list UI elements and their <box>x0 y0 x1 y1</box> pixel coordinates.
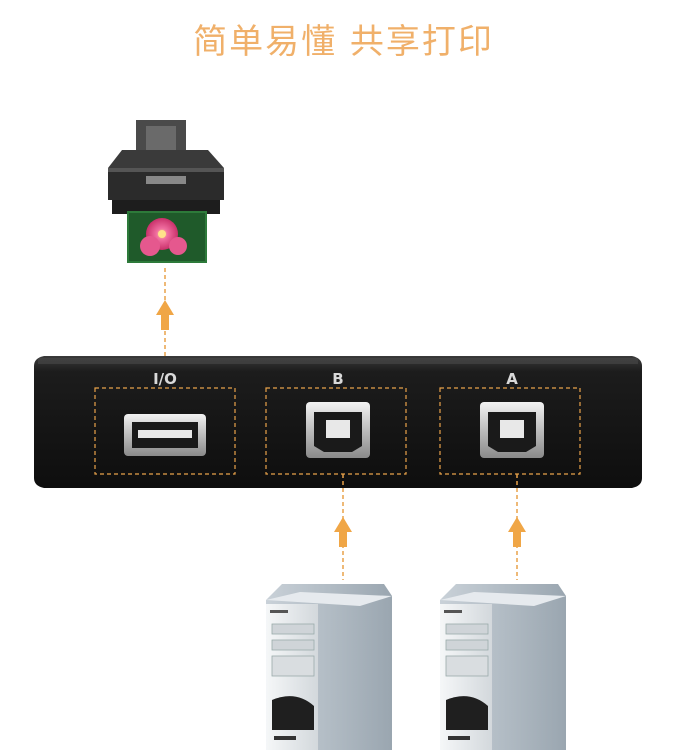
printer-icon <box>108 120 224 262</box>
port-label-a: A <box>506 370 518 388</box>
arrow-up-icon <box>334 517 352 547</box>
arrow-up-icon <box>156 300 174 330</box>
computer-tower-icon <box>266 584 392 750</box>
port-label-b: B <box>332 370 343 388</box>
computer-tower-icon <box>440 584 566 750</box>
port-label-io: I/O <box>153 370 177 388</box>
arrow-up-icon <box>508 517 526 547</box>
